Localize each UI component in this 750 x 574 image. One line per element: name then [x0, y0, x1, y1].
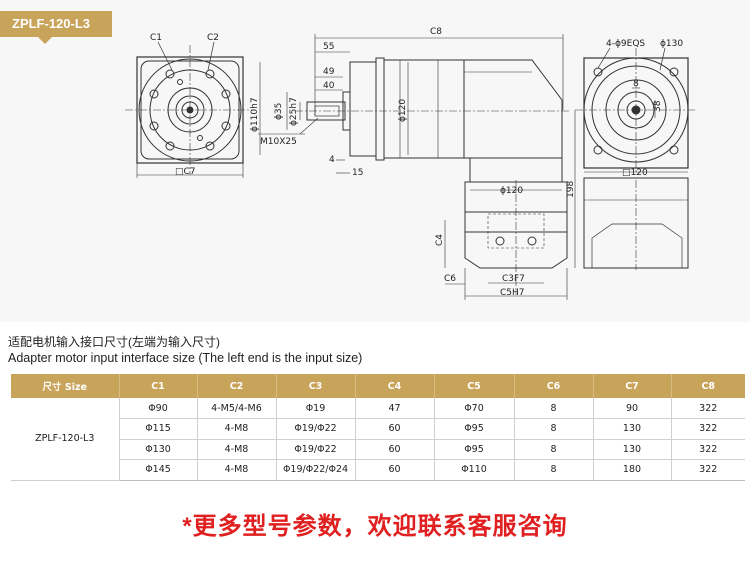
- side-25-label: ϕ25h7: [289, 97, 299, 126]
- table-cell: Φ19/Φ22: [276, 439, 356, 460]
- side-198-label: 198: [566, 181, 576, 198]
- front-view: [125, 41, 255, 178]
- table-cell: 322: [671, 459, 745, 481]
- table-cell: Φ19/Φ22/Φ24: [276, 459, 356, 481]
- caption-english: Adapter motor input interface size (The …: [8, 351, 363, 365]
- right-38-label: 38: [653, 100, 663, 112]
- table-cell: 90: [593, 398, 672, 419]
- right-view: [575, 47, 697, 270]
- table-row: Φ130 4-M8 Φ19/Φ22 60 Φ95 8 130 322: [11, 439, 745, 460]
- table-cell: Φ19/Φ22: [276, 418, 356, 440]
- table-cell: 4-M8: [197, 418, 277, 440]
- technical-drawing-area: ZPLF-120-L3 C1: [0, 11, 697, 300]
- table-cell: 130: [593, 439, 672, 460]
- header-c7: C7: [593, 374, 672, 398]
- model-cell: ZPLF-120-L3: [11, 398, 120, 481]
- header-c1: C1: [119, 374, 198, 398]
- header-c8: C8: [671, 374, 745, 398]
- side-120b-label: ϕ120: [500, 186, 523, 196]
- table-cell: 322: [671, 398, 745, 419]
- side-view: [258, 34, 576, 300]
- side-c5-label: C5H7: [500, 288, 525, 298]
- table-cell: Φ19: [276, 398, 356, 419]
- table-row: Φ115 4-M8 Φ19/Φ22 60 Φ95 8 130 322: [11, 418, 745, 440]
- table-header-row: 尺寸 Size C1 C2 C3 C4 C5 C6 C7 C8: [11, 374, 745, 398]
- table-cell: Φ110: [434, 459, 515, 481]
- table-row: ZPLF-120-L3 Φ90 4-M5/4-M6 Φ19 47 Φ70 8 9…: [11, 398, 745, 481]
- table-cell: Φ95: [434, 418, 515, 440]
- model-tag: ZPLF-120-L3: [0, 11, 112, 44]
- side-c3-label: C3F7: [502, 274, 525, 284]
- table-cell: Φ95: [434, 439, 515, 460]
- table-cell: 8: [514, 459, 594, 481]
- side-40-label: 40: [323, 81, 335, 91]
- table-cell: 322: [671, 439, 745, 460]
- table-cell: 8: [514, 418, 594, 440]
- table-cell: Φ70: [434, 398, 515, 419]
- header-c3: C3: [276, 374, 356, 398]
- table-cell: 60: [355, 418, 435, 440]
- table-cell: 4-M5/4-M6: [197, 398, 277, 419]
- side-120-label: ϕ120: [398, 99, 408, 122]
- right-eqs-label: 4-ϕ9EQS: [606, 39, 645, 49]
- side-c8-label: C8: [430, 27, 442, 37]
- side-110-label: ϕ110h7: [250, 97, 260, 132]
- right-130-label: ϕ130: [660, 39, 683, 49]
- spec-table: 尺寸 Size C1 C2 C3 C4 C5 C6 C7 C8 ZPLF-120…: [11, 374, 745, 481]
- side-c4-label: C4: [435, 234, 445, 246]
- table-cell: Φ90: [119, 398, 198, 419]
- side-55-label: 55: [323, 42, 334, 52]
- technical-drawing: C1 C2 □C7: [125, 27, 697, 300]
- table-cell: Φ130: [119, 439, 198, 460]
- side-49-label: 49: [323, 67, 335, 77]
- header-c4: C4: [355, 374, 435, 398]
- table-cell: Φ115: [119, 418, 198, 440]
- table-cell: 180: [593, 459, 672, 481]
- header-c2: C2: [197, 374, 277, 398]
- table-cell: 130: [593, 418, 672, 440]
- side-15-label: 15: [352, 168, 363, 178]
- right-120-label: □120: [622, 168, 648, 178]
- front-c1-label: C1: [150, 33, 162, 43]
- side-c6-label: C6: [444, 274, 456, 284]
- front-c2-label: C2: [207, 33, 219, 43]
- table-cell: 322: [671, 418, 745, 440]
- table-cell: 60: [355, 459, 435, 481]
- header-size: 尺寸 Size: [11, 374, 120, 398]
- caption-chinese: 适配电机输入接口尺寸(左端为输入尺寸): [8, 335, 220, 349]
- table-row: Φ145 4-M8 Φ19/Φ22/Φ24 60 Φ110 8 180 322: [11, 459, 745, 481]
- table-cell: Φ145: [119, 459, 198, 481]
- side-4-label: 4: [329, 155, 335, 165]
- header-c5: C5: [434, 374, 515, 398]
- table-cell: 4-M8: [197, 459, 277, 481]
- table-cell: 4-M8: [197, 439, 277, 460]
- table-cell: 8: [514, 398, 594, 419]
- right-8-label: 8: [633, 79, 639, 89]
- side-m10-label: M10X25: [260, 137, 297, 147]
- front-c7-label: □C7: [175, 167, 196, 177]
- table-cell: 60: [355, 439, 435, 460]
- side-35-label: ϕ35: [274, 103, 284, 120]
- table-cell: 8: [514, 439, 594, 460]
- contact-cta-text: *更多型号参数，欢迎联系客服咨询: [182, 513, 568, 540]
- table-cell: 47: [355, 398, 435, 419]
- header-c6: C6: [514, 374, 594, 398]
